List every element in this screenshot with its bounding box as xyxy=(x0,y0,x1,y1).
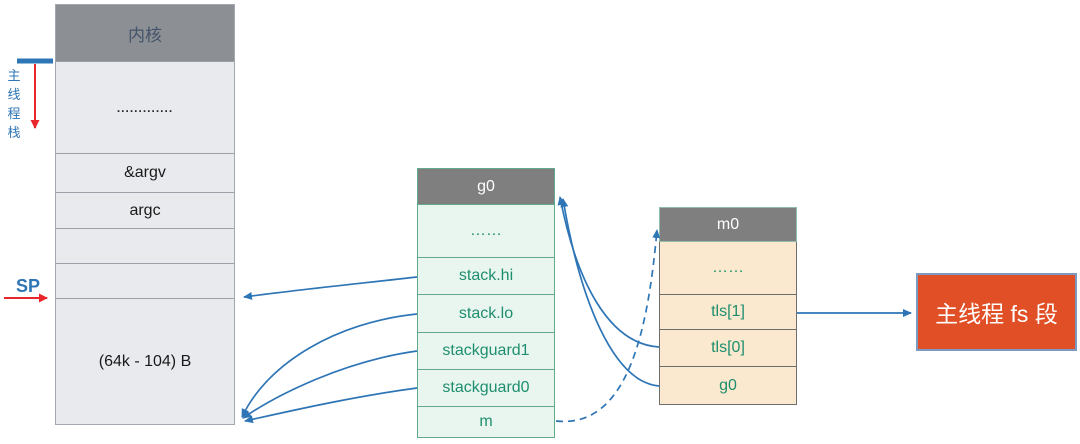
stack-row-empty-2 xyxy=(56,264,234,299)
arrow-stackguard0-to-stack-bottom xyxy=(244,387,418,424)
g0-row-ellipsis: …… xyxy=(417,205,555,258)
g0-row-stackguard0: stackguard0 xyxy=(417,370,555,407)
g0-row-stack-hi: stack.hi xyxy=(417,258,555,295)
g0-row-stack-lo: stack.lo xyxy=(417,295,555,333)
stack-row-empty-1 xyxy=(56,229,234,264)
g0-table: g0 …… stack.hi stack.lo stackguard1 stac… xyxy=(417,168,555,438)
arrow-stack-lo-to-stack-bottom xyxy=(241,313,418,418)
m0-table-header: m0 xyxy=(659,207,797,242)
arrow-stack-hi-to-sp xyxy=(243,276,418,300)
stack-row-size: (64k - 104) B xyxy=(98,353,192,370)
stack-row-argc: argc xyxy=(56,193,234,229)
main-thread-stack-label: 主线程栈 xyxy=(7,68,21,140)
arrow-stackguard1-to-stack-bottom xyxy=(242,350,418,419)
main-thread-stack: 内核 ............. &argv argc (64k - 104) … xyxy=(55,4,235,425)
stack-row-dots: ............. xyxy=(56,62,234,154)
g0-row-m: m xyxy=(417,407,555,438)
m0-row-g0: g0 xyxy=(659,367,797,405)
m0-row-ellipsis: …… xyxy=(659,242,797,295)
fs-box-label: 主线程 fs 段 xyxy=(935,301,1058,327)
main-thread-fs-segment-box: 主线程 fs 段 xyxy=(916,273,1077,351)
arrow-tls0-to-g0 xyxy=(557,196,660,348)
arrow-m-field-to-m0-dashed xyxy=(555,229,661,423)
g0-row-stackguard1: stackguard1 xyxy=(417,333,555,370)
m0-row-tls1: tls[1] xyxy=(659,295,797,330)
arrow-m0-g0field-to-g0 xyxy=(560,198,660,387)
stack-row-argv: &argv xyxy=(56,154,234,193)
kernel-header: 内核 xyxy=(56,5,234,62)
m0-row-tls0: tls[0] xyxy=(659,330,797,367)
g0-table-header: g0 xyxy=(417,168,555,205)
sp-label: SP xyxy=(16,276,41,296)
m0-table: m0 …… tls[1] tls[0] g0 xyxy=(659,207,797,405)
